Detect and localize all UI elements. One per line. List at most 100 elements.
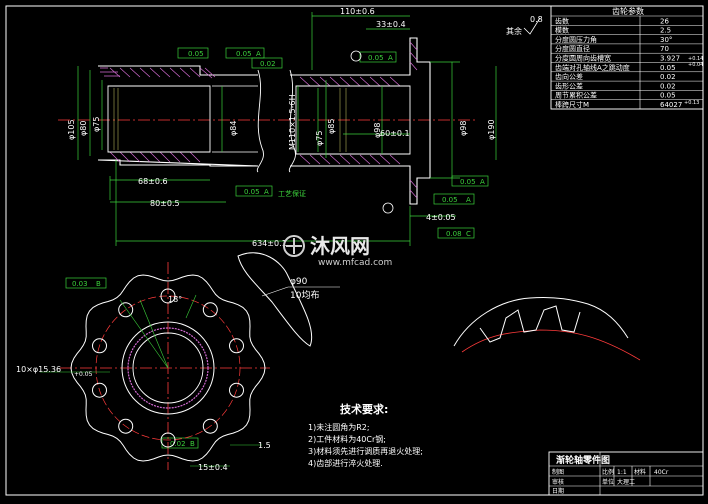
outer-contour bbox=[97, 37, 431, 205]
gdt-frame-3: 0.02 bbox=[251, 57, 283, 69]
material-value: 40Cr bbox=[654, 469, 669, 476]
gdt-frame-6: 0.05 A bbox=[433, 193, 475, 205]
gdt-frame-4: 0.05 A bbox=[359, 51, 397, 63]
gdt-value-5: 0.05 bbox=[460, 178, 476, 186]
tech-req-item-2: 2)工件材料为40Cr钢; bbox=[308, 434, 386, 444]
checked-label: 审核 bbox=[552, 478, 564, 486]
gdt-value-2: 0.05 bbox=[236, 50, 252, 58]
dim-phi190: φ190 bbox=[487, 119, 496, 140]
bolt-hole bbox=[118, 302, 134, 318]
params-row-value: 0.05 bbox=[660, 64, 676, 72]
params-row-value: 0.02 bbox=[660, 73, 676, 81]
gdt-frame-9: 0.03 B bbox=[65, 277, 107, 289]
bolt-hole bbox=[160, 288, 176, 304]
dim-phi85: φ85 bbox=[327, 119, 336, 134]
params-row-label: 模数 bbox=[555, 26, 569, 35]
gdt-frame-8: 0.05 A 工艺保证 bbox=[235, 185, 306, 198]
roughness-note: 其余 0.8 bbox=[506, 15, 543, 36]
gdt-value-9: 0.03 bbox=[72, 280, 88, 288]
params-row-label: 齿端对孔轴线A之跳动度 bbox=[555, 63, 630, 72]
tolerance-sup-2: +0.13 bbox=[684, 100, 699, 106]
bolt-holes bbox=[92, 288, 244, 448]
hole-count-note: 10均布 bbox=[290, 289, 319, 301]
params-row-value: 26 bbox=[660, 17, 669, 25]
dim-phi75: φ75 bbox=[92, 117, 101, 132]
watermark-logo-icon bbox=[283, 235, 305, 257]
dim-m110: M110×1.5-6H bbox=[288, 94, 297, 150]
datum-circle-a bbox=[382, 202, 394, 214]
gdt-datum-10: B bbox=[190, 440, 195, 448]
gdt-value-8: 0.05 bbox=[244, 188, 260, 196]
bolt-hole bbox=[160, 432, 176, 448]
drawing-frame bbox=[5, 5, 704, 496]
gdt-frame-5: 0.05 A bbox=[451, 175, 489, 187]
params-row-value: 30° bbox=[660, 36, 672, 44]
bolt-hole bbox=[92, 338, 107, 354]
gdt-datum-7: C bbox=[466, 230, 471, 238]
remaining-roughness-label: 其余 bbox=[506, 26, 522, 36]
dim-634: 634±0.1 bbox=[252, 239, 287, 248]
params-row-label: 分度圆压力角 bbox=[555, 35, 597, 44]
gdt-value-4: 0.05 bbox=[368, 54, 384, 62]
dim-15: 15±0.4 bbox=[198, 463, 228, 472]
craft-note: 工艺保证 bbox=[278, 189, 306, 198]
section-dimension-lines bbox=[77, 12, 497, 246]
flange-outline bbox=[70, 274, 266, 462]
break-line-left bbox=[256, 69, 264, 173]
bore-circle bbox=[132, 332, 204, 404]
bolt-hole bbox=[118, 418, 134, 434]
dim-phi98: φ98 bbox=[373, 123, 382, 138]
inner-bore-left bbox=[107, 85, 211, 153]
dim-pcd: 10×φ15.36 bbox=[16, 365, 61, 374]
params-row-label: 齿形公差 bbox=[555, 81, 583, 90]
watermark-name: 沐风网 bbox=[310, 234, 370, 258]
dim-pcd-tol: +0.05 bbox=[74, 371, 93, 378]
gdt-value-3: 0.02 bbox=[260, 60, 276, 68]
material-label: 材料 bbox=[634, 468, 646, 476]
end-view: 10×φ15.36 +0.05 15±0.4 1.5 18° bbox=[16, 262, 271, 472]
drawn-label: 制图 bbox=[552, 468, 564, 476]
tech-requirements: 技术要求: 1)未注圆角为R2; 2)工件材料为40Cr钢; 3)材料须先进行调… bbox=[308, 402, 423, 468]
params-row-value: 0.02 bbox=[660, 82, 676, 90]
params-row-label: 棒跨尺寸M bbox=[555, 100, 589, 109]
tech-req-item-1: 1)未注圆角为R2; bbox=[308, 422, 370, 432]
dim-phi105: φ105 bbox=[67, 119, 76, 140]
bolt-hole bbox=[92, 382, 107, 398]
bolt-hole bbox=[229, 382, 244, 398]
scale-value: 1:1 bbox=[617, 469, 627, 476]
roughness-value: 0.8 bbox=[530, 15, 543, 24]
watermark-url: www.mfcad.com bbox=[318, 258, 392, 268]
gdt-frame-2: 0.05 A bbox=[225, 47, 265, 59]
spline-ring bbox=[127, 327, 209, 409]
bore-lines bbox=[212, 85, 258, 153]
gdt-value-1: 0.05 bbox=[188, 50, 204, 58]
dim-33: 33±0.4 bbox=[376, 20, 406, 29]
datum-markers bbox=[350, 50, 394, 214]
tech-req-item-3: 3)材料须先进行调质再退火处理; bbox=[308, 446, 423, 456]
unit-label: 单位 bbox=[602, 478, 614, 486]
tech-req-item-4: 4)齿部进行淬火处理. bbox=[308, 458, 383, 468]
gdt-datum-8: A bbox=[264, 188, 269, 196]
gdt-datum-4: A bbox=[388, 54, 393, 62]
watermark: 沐风网 www.mfcad.com bbox=[283, 234, 392, 268]
params-row-value: 0.05 bbox=[660, 92, 676, 100]
dim-4: 4±0.05 bbox=[426, 213, 456, 222]
gdt-value-6: 0.05 bbox=[442, 196, 458, 204]
datum-circle-top bbox=[350, 50, 362, 62]
section-dimension-texts: 110±0.6 33±0.4 68±0.6 80±0.5 634±0.1 60±… bbox=[67, 7, 496, 248]
dim-phi98b: φ98 bbox=[459, 121, 468, 136]
bolt-hole bbox=[229, 338, 244, 354]
section-view bbox=[58, 37, 478, 205]
dim-68: 68±0.6 bbox=[138, 177, 168, 186]
bolt-circle bbox=[95, 295, 241, 441]
params-row-label: 齿向公差 bbox=[555, 72, 583, 81]
params-row-label: 齿数 bbox=[555, 16, 569, 25]
gdt-value-7: 0.08 bbox=[446, 230, 462, 238]
gdt-frame-1: 0.05 bbox=[177, 47, 209, 59]
dim-15b: 1.5 bbox=[258, 441, 271, 450]
bolt-hole bbox=[202, 418, 218, 434]
